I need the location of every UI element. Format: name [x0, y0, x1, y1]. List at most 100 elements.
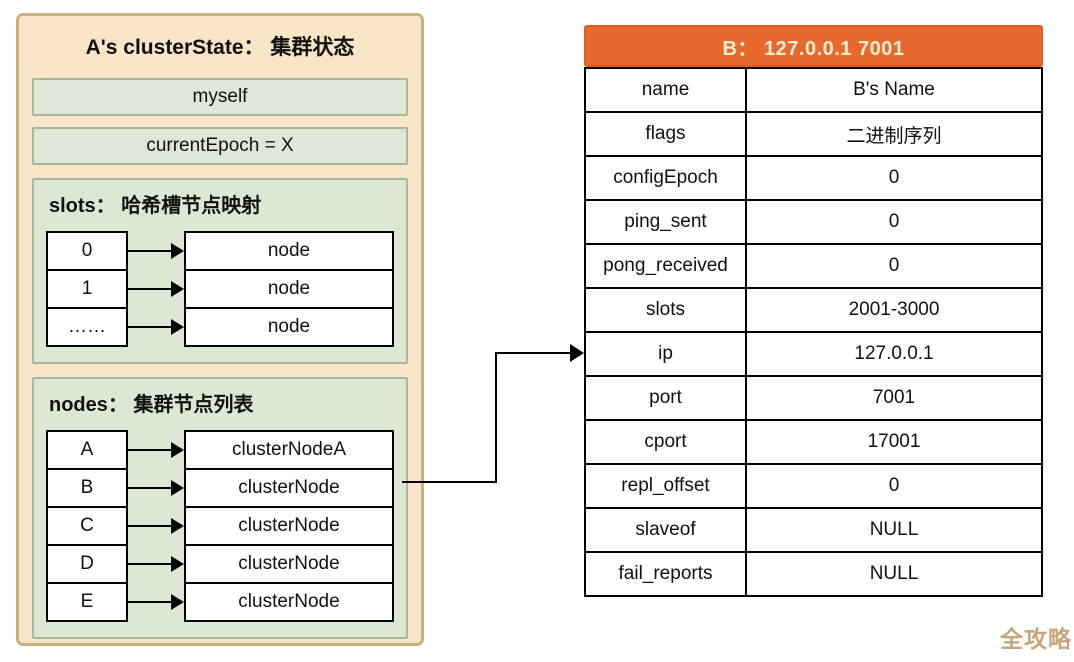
- slot-key-box: 1: [46, 269, 128, 309]
- slot-node-label: node: [267, 316, 311, 337]
- slot-node-box: node: [184, 269, 394, 309]
- cluster-state-panel: A's clusterState： 集群状态 myself currentEpo…: [16, 13, 424, 646]
- arrow-right-icon: [128, 582, 184, 622]
- cluster-node-label: clusterNodeA: [231, 439, 347, 460]
- slots-row: 0 node: [46, 231, 394, 271]
- attr-key: slots: [584, 287, 747, 333]
- attr-key: ping_sent: [584, 199, 747, 245]
- arrow-right-icon: [128, 506, 184, 546]
- nodes-row: C clusterNode: [46, 506, 394, 546]
- node-key: E: [80, 591, 94, 612]
- arrow-right-icon: [128, 307, 184, 347]
- slot-node-box: node: [184, 231, 394, 271]
- attr-key: slaveof: [584, 507, 747, 553]
- arrow-right-icon: [128, 430, 184, 470]
- cluster-node-box-b: clusterNode: [184, 468, 394, 508]
- attr-key: flags: [584, 111, 747, 157]
- node-key: C: [80, 515, 94, 536]
- node-key-box: C: [46, 506, 128, 546]
- cluster-node-label: clusterNode: [238, 553, 340, 574]
- node-key: D: [80, 553, 94, 574]
- arrow-right-icon: [128, 231, 184, 271]
- slot-key-box: ……: [46, 307, 128, 347]
- attr-key: name: [584, 67, 747, 113]
- slot-key: 1: [81, 278, 93, 299]
- attr-value: 二进制序列: [745, 111, 1043, 157]
- panel-title: A's clusterState： 集群状态: [85, 36, 355, 59]
- arrow-right-icon: [128, 468, 184, 508]
- attr-value: 17001: [745, 419, 1043, 465]
- nodes-section-title: nodes： 集群节点列表: [49, 394, 254, 416]
- attr-value: NULL: [745, 551, 1043, 597]
- myself-box: myself: [32, 78, 408, 116]
- node-key-box: B: [46, 468, 128, 508]
- nodes-row: B clusterNode: [46, 468, 394, 508]
- current-epoch-label: currentEpoch = X: [146, 135, 294, 156]
- attr-value: 0: [745, 463, 1043, 509]
- connector-line: [402, 481, 497, 483]
- cluster-node-box: clusterNode: [184, 582, 394, 622]
- slot-key: 0: [81, 240, 93, 261]
- node-key: A: [80, 439, 94, 460]
- attr-value: 0: [745, 199, 1043, 245]
- attr-value: B's Name: [745, 67, 1043, 113]
- slot-node-label: node: [267, 240, 311, 261]
- attr-key: port: [584, 375, 747, 421]
- slots-section: slots： 哈希槽节点映射 0 node 1 node …… node: [32, 178, 408, 364]
- myself-label: myself: [192, 86, 248, 107]
- nodes-section: nodes： 集群节点列表 A clusterNodeA B clusterNo…: [32, 377, 408, 639]
- attr-value: 127.0.0.1: [745, 331, 1043, 377]
- connector-arrow-icon: [570, 344, 584, 362]
- nodes-row: E clusterNode: [46, 582, 394, 622]
- cluster-node-label: clusterNode: [238, 515, 340, 536]
- attr-key: pong_received: [584, 243, 747, 289]
- attr-key: fail_reports: [584, 551, 747, 597]
- slots-row: …… node: [46, 307, 394, 347]
- watermark: 全攻略: [1000, 626, 1072, 652]
- connector-line: [495, 352, 497, 483]
- node-b-table-header: B： 127.0.0.1 7001: [584, 25, 1043, 67]
- node-key-box: D: [46, 544, 128, 584]
- attr-value: 0: [745, 243, 1043, 289]
- cluster-node-box: clusterNode: [184, 506, 394, 546]
- slots-section-title: slots： 哈希槽节点映射: [49, 195, 262, 217]
- arrow-right-icon: [128, 269, 184, 309]
- node-key-box: E: [46, 582, 128, 622]
- attr-value: NULL: [745, 507, 1043, 553]
- slot-node-box: node: [184, 307, 394, 347]
- slot-key: ……: [68, 316, 106, 337]
- cluster-node-box: clusterNode: [184, 544, 394, 584]
- slot-node-label: node: [267, 278, 311, 299]
- slot-key-box: 0: [46, 231, 128, 271]
- nodes-row: A clusterNodeA: [46, 430, 394, 470]
- current-epoch-box: currentEpoch = X: [32, 127, 408, 165]
- attr-value: 7001: [745, 375, 1043, 421]
- cluster-node-box: clusterNodeA: [184, 430, 394, 470]
- attr-value: 2001-3000: [745, 287, 1043, 333]
- slots-row: 1 node: [46, 269, 394, 309]
- nodes-row: D clusterNode: [46, 544, 394, 584]
- attr-value: 0: [745, 155, 1043, 201]
- node-key: B: [80, 477, 94, 498]
- attr-key: repl_offset: [584, 463, 747, 509]
- connector-line: [495, 352, 572, 354]
- attr-key: configEpoch: [584, 155, 747, 201]
- attr-key: cport: [584, 419, 747, 465]
- arrow-right-icon: [128, 544, 184, 584]
- attr-key: ip: [584, 331, 747, 377]
